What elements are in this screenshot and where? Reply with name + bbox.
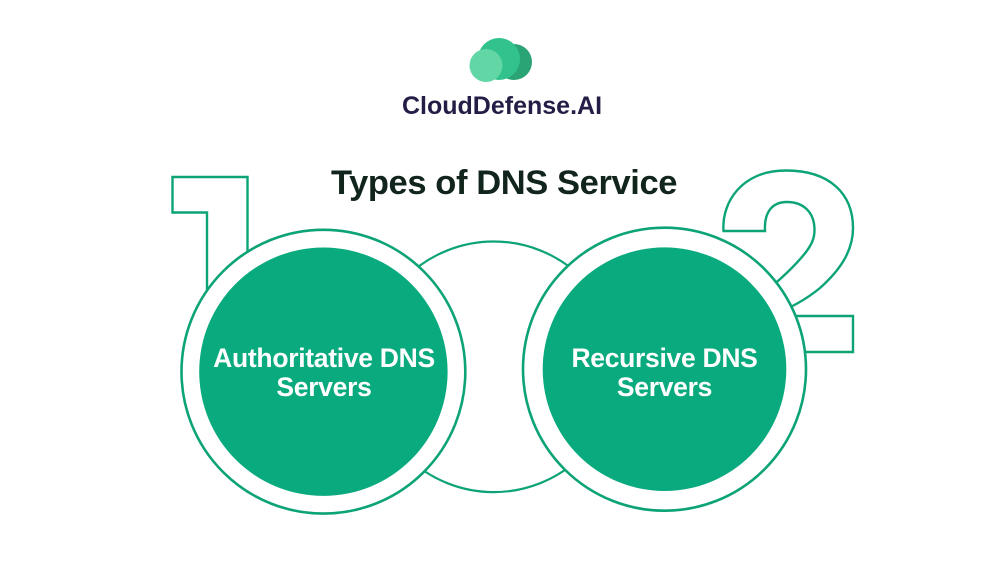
clouddefense-brand-text: CloudDefense.AI xyxy=(401,91,603,120)
clouddefense-logo-icon xyxy=(469,38,532,82)
left-circle-label: Authoritative DNS Servers xyxy=(213,343,435,402)
right-circle-disc xyxy=(542,247,787,491)
left-circle-disc xyxy=(199,247,448,496)
cloud-circle-light xyxy=(469,49,503,82)
right-circle-label: Recursive DNS Servers xyxy=(571,343,758,402)
page-title: Types of DNS Service xyxy=(330,164,678,202)
